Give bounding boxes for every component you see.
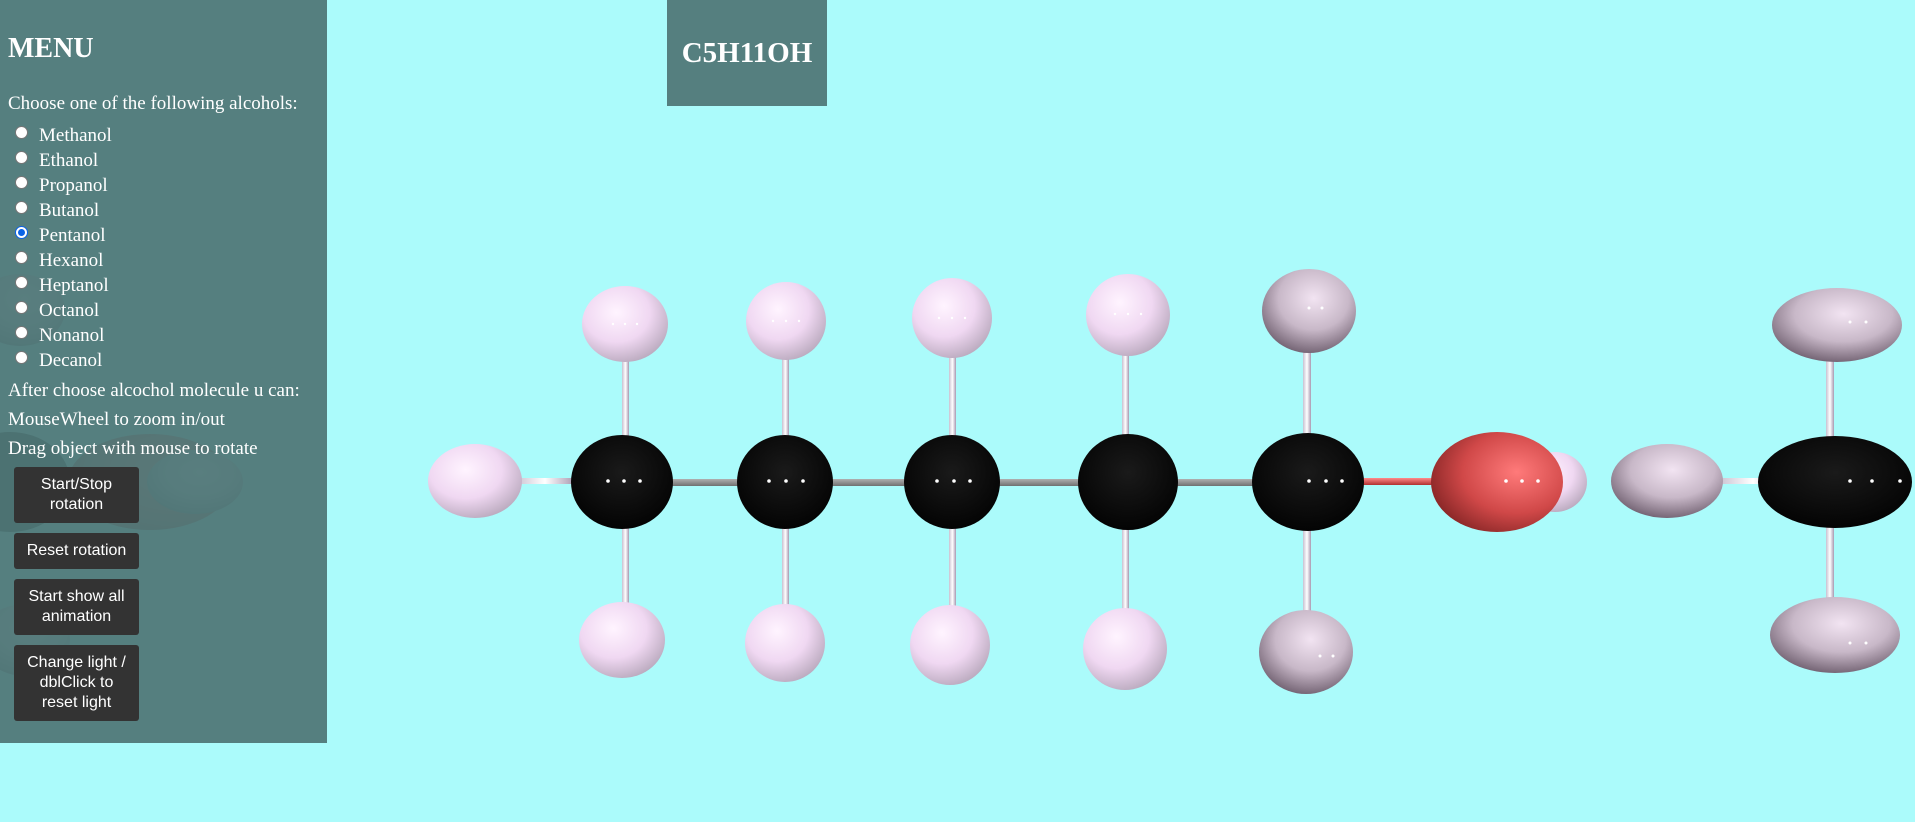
radio-propanol[interactable]: Propanol bbox=[12, 174, 108, 198]
hydrogen-atom bbox=[1611, 444, 1723, 518]
bonds bbox=[515, 345, 1834, 618]
instruction-line: MouseWheel to zoom in/out bbox=[8, 409, 225, 430]
rotation-toggle-button[interactable]: Start/Stop rotation bbox=[14, 467, 139, 523]
radio-button[interactable] bbox=[15, 200, 28, 214]
hydrogen-atom bbox=[1772, 288, 1902, 362]
hydrogen-atom bbox=[428, 444, 522, 518]
radio-button-selected[interactable] bbox=[15, 225, 28, 239]
hydrogen-atom bbox=[745, 604, 825, 682]
oxygen-atom bbox=[1431, 432, 1563, 532]
radio-label[interactable]: Propanol bbox=[39, 175, 108, 196]
instruction-line: Drag object with mouse to rotate bbox=[8, 438, 258, 459]
radio-button[interactable] bbox=[15, 175, 28, 189]
hydrogen-atom bbox=[579, 602, 665, 678]
radio-button[interactable] bbox=[15, 125, 28, 139]
radio-label[interactable]: Ethanol bbox=[39, 150, 99, 171]
radio-pentanol[interactable]: Pentanol bbox=[12, 224, 106, 248]
radio-label[interactable]: Hexanol bbox=[39, 250, 104, 271]
radio-octanol[interactable]: Octanol bbox=[12, 299, 99, 323]
radio-label[interactable]: Methanol bbox=[39, 125, 112, 146]
carbon-atom bbox=[1078, 434, 1178, 530]
carbon-atom bbox=[571, 435, 673, 529]
choose-prompt: Choose one of the following alcohols: bbox=[8, 93, 298, 114]
radio-label[interactable]: Heptanol bbox=[39, 275, 109, 296]
radio-butanol[interactable]: Butanol bbox=[12, 199, 99, 223]
radio-label[interactable]: Nonanol bbox=[39, 325, 105, 346]
atoms bbox=[428, 269, 1912, 694]
hydrogen-atom bbox=[910, 605, 990, 685]
hydrogen-atom bbox=[1770, 597, 1900, 673]
hydrogen-atom bbox=[1262, 269, 1356, 353]
carbon-atom bbox=[1758, 436, 1912, 528]
show-all-animation-button[interactable]: Start show all animation bbox=[14, 579, 139, 635]
radio-button[interactable] bbox=[15, 300, 28, 314]
radio-heptanol[interactable]: Heptanol bbox=[12, 274, 109, 298]
radio-nonanol[interactable]: Nonanol bbox=[12, 324, 104, 348]
menu-title: MENU bbox=[8, 33, 94, 64]
radio-decanol[interactable]: Decanol bbox=[12, 349, 102, 373]
radio-button[interactable] bbox=[15, 275, 28, 289]
radio-button[interactable] bbox=[15, 325, 28, 339]
radio-button[interactable] bbox=[15, 350, 28, 364]
radio-button[interactable] bbox=[15, 250, 28, 264]
radio-label[interactable]: Octanol bbox=[39, 300, 100, 321]
radio-button[interactable] bbox=[15, 150, 28, 164]
radio-label[interactable]: Pentanol bbox=[39, 225, 106, 246]
hydrogen-atom bbox=[1259, 610, 1353, 694]
specular-highlights bbox=[606, 306, 1902, 658]
hydrogen-atom bbox=[1083, 608, 1167, 690]
menu-panel: MENU Choose one of the following alcohol… bbox=[0, 0, 327, 743]
reset-rotation-button[interactable]: Reset rotation bbox=[14, 533, 139, 569]
radio-ethanol[interactable]: Ethanol bbox=[12, 149, 98, 173]
radio-methanol[interactable]: Methanol bbox=[12, 124, 112, 148]
radio-label[interactable]: Butanol bbox=[39, 200, 100, 221]
radio-label[interactable]: Decanol bbox=[39, 350, 103, 371]
instruction-line: After choose alcochol molecule u can: bbox=[8, 380, 300, 401]
carbon-atom bbox=[904, 435, 1000, 529]
formula-label: C5H11OH bbox=[667, 0, 827, 106]
radio-hexanol[interactable]: Hexanol bbox=[12, 249, 103, 273]
change-light-button[interactable]: Change light / dblClick to reset light bbox=[14, 645, 139, 721]
